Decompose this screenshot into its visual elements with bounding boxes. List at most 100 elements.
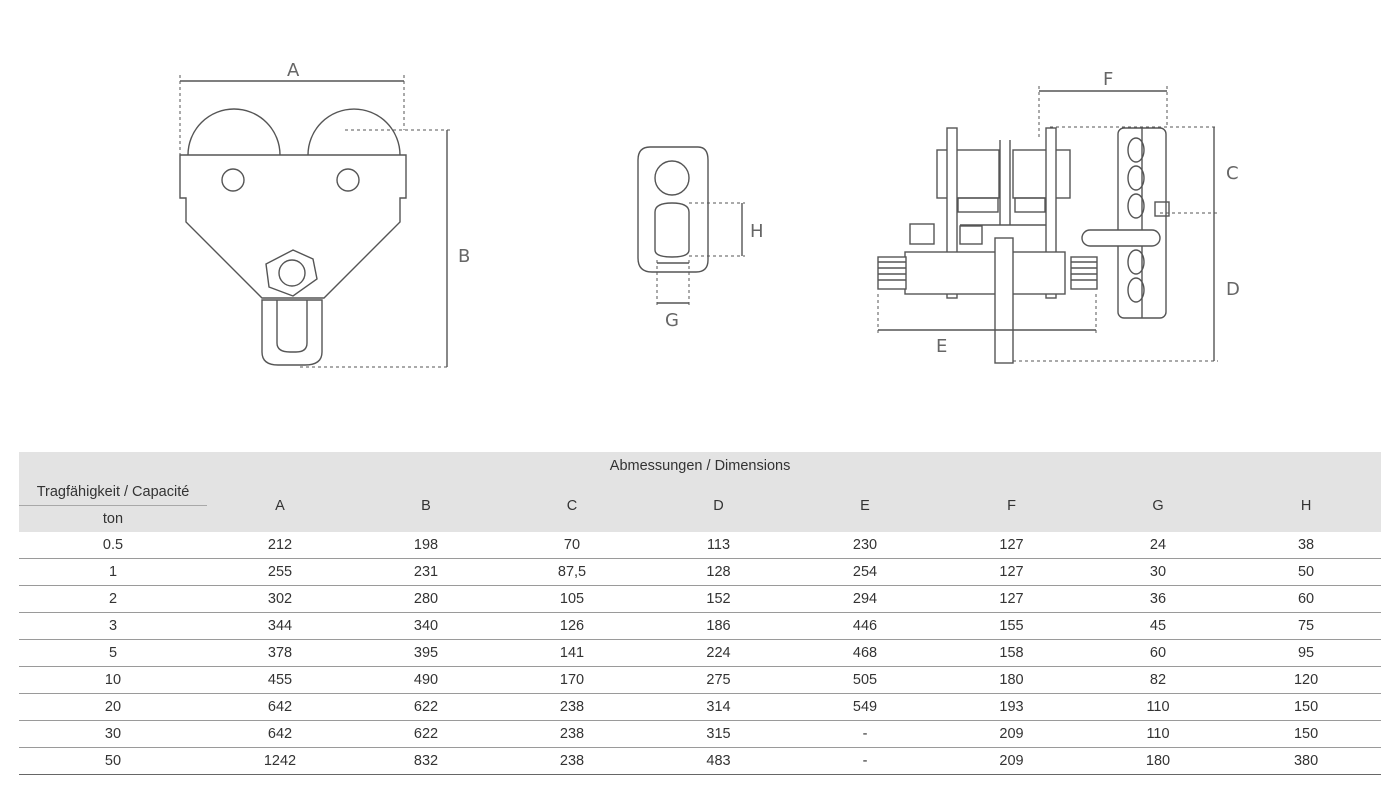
dimension-cell: 141: [499, 639, 645, 667]
dimension-cell: 150: [1231, 720, 1382, 748]
dimension-cell: 50: [1231, 558, 1382, 586]
dimension-cell: 127: [938, 532, 1085, 559]
dimension-label-d: D: [1226, 279, 1240, 300]
dimension-cell: 70: [499, 532, 645, 559]
dimension-cell: 230: [792, 532, 938, 559]
capacity-cell: 3: [19, 612, 207, 640]
dimension-cell: 622: [353, 720, 499, 748]
dimension-cell: 110: [1085, 693, 1231, 721]
column-header-b: B: [421, 497, 431, 514]
dimension-cell: 38: [1231, 532, 1382, 559]
dimension-label-g: G: [665, 310, 679, 331]
dimension-cell: 82: [1085, 666, 1231, 694]
dimension-cell: 113: [645, 532, 792, 559]
dimension-cell: 180: [1085, 747, 1231, 775]
dimension-cell: 505: [792, 666, 938, 694]
dimension-cell: 446: [792, 612, 938, 640]
dimension-label-h: H: [750, 221, 764, 242]
dimension-cell: 549: [792, 693, 938, 721]
dimension-cell: 642: [207, 693, 353, 721]
dimension-label-f: F: [1103, 69, 1113, 90]
capacity-cell: 10: [19, 666, 207, 694]
dimension-cell: 275: [645, 666, 792, 694]
dimension-cell: 24: [1085, 532, 1231, 559]
dimension-cell: 483: [645, 747, 792, 775]
front-view-drawing: [179, 75, 450, 368]
dimension-cell: 238: [499, 693, 645, 721]
dimension-cell: 45: [1085, 612, 1231, 640]
dimension-cell: 152: [645, 585, 792, 613]
dimension-cell: 344: [207, 612, 353, 640]
dimension-cell: 30: [1085, 558, 1231, 586]
dimension-cell: 315: [645, 720, 792, 748]
dimension-cell: 209: [938, 720, 1085, 748]
dimension-cell: 36: [1085, 585, 1231, 613]
dimension-cell: 95: [1231, 639, 1382, 667]
dimension-cell: 193: [938, 693, 1085, 721]
dimension-cell: 127: [938, 585, 1085, 613]
dimension-cell: 224: [645, 639, 792, 667]
dimension-label-e: E: [936, 336, 947, 357]
dimension-cell: 455: [207, 666, 353, 694]
dimension-cell: 314: [645, 693, 792, 721]
dimension-cell: 832: [353, 747, 499, 775]
dimension-cell: 294: [792, 585, 938, 613]
dimension-cell: 186: [645, 612, 792, 640]
dimension-cell: 642: [207, 720, 353, 748]
dimension-label-a: A: [287, 60, 300, 81]
capacity-cell: 2: [19, 585, 207, 613]
dimension-cell: 395: [353, 639, 499, 667]
dimension-cell: 158: [938, 639, 1085, 667]
dimension-cell: 127: [938, 558, 1085, 586]
capacity-header: Tragfähigkeit / Capacité: [19, 479, 207, 506]
dimension-cell: 60: [1085, 639, 1231, 667]
dimension-cell: 155: [938, 612, 1085, 640]
column-header-d: D: [713, 497, 724, 514]
dimension-cell: 120: [1231, 666, 1382, 694]
dimension-cell: 128: [645, 558, 792, 586]
dimension-label-b: B: [458, 246, 470, 267]
capacity-cell: 0.5: [19, 532, 207, 559]
capacity-cell: 1: [19, 558, 207, 586]
dimension-cell: 280: [353, 585, 499, 613]
column-header-g: G: [1152, 497, 1164, 514]
dimension-cell: -: [792, 747, 938, 775]
dimension-cell: 231: [353, 558, 499, 586]
dimension-cell: 180: [938, 666, 1085, 694]
column-header-c: C: [566, 497, 578, 514]
capacity-cell: 30: [19, 720, 207, 748]
dimension-cell: 198: [353, 532, 499, 559]
technical-drawings: A B H G: [179, 60, 1240, 368]
side-view-drawing: [877, 86, 1218, 364]
dimension-cell: 126: [499, 612, 645, 640]
dimensions-table: Abmessungen / Dimensions Tragfähigkeit /…: [19, 452, 1382, 775]
dimension-cell: 238: [499, 720, 645, 748]
dimension-cell: 1242: [207, 747, 353, 775]
dimension-label-c: C: [1226, 163, 1239, 184]
dimension-cell: -: [792, 720, 938, 748]
dimension-cell: 60: [1231, 585, 1382, 613]
dimension-cell: 302: [207, 585, 353, 613]
dimension-cell: 75: [1231, 612, 1382, 640]
dimension-cell: 340: [353, 612, 499, 640]
dimension-cell: 170: [499, 666, 645, 694]
column-header-e: E: [860, 497, 870, 514]
dimension-cell: 150: [1231, 693, 1382, 721]
dimension-cell: 622: [353, 693, 499, 721]
capacity-cell: 50: [19, 747, 207, 775]
dimension-cell: 378: [207, 639, 353, 667]
header-row-group: Abmessungen / Dimensions: [19, 452, 1382, 479]
group-header: Abmessungen / Dimensions: [609, 457, 791, 474]
column-header-h: H: [1300, 497, 1312, 514]
header-row-columns: Tragfähigkeit / Capacité A B C D E F G H: [19, 479, 1382, 514]
dimension-cell: 254: [792, 558, 938, 586]
